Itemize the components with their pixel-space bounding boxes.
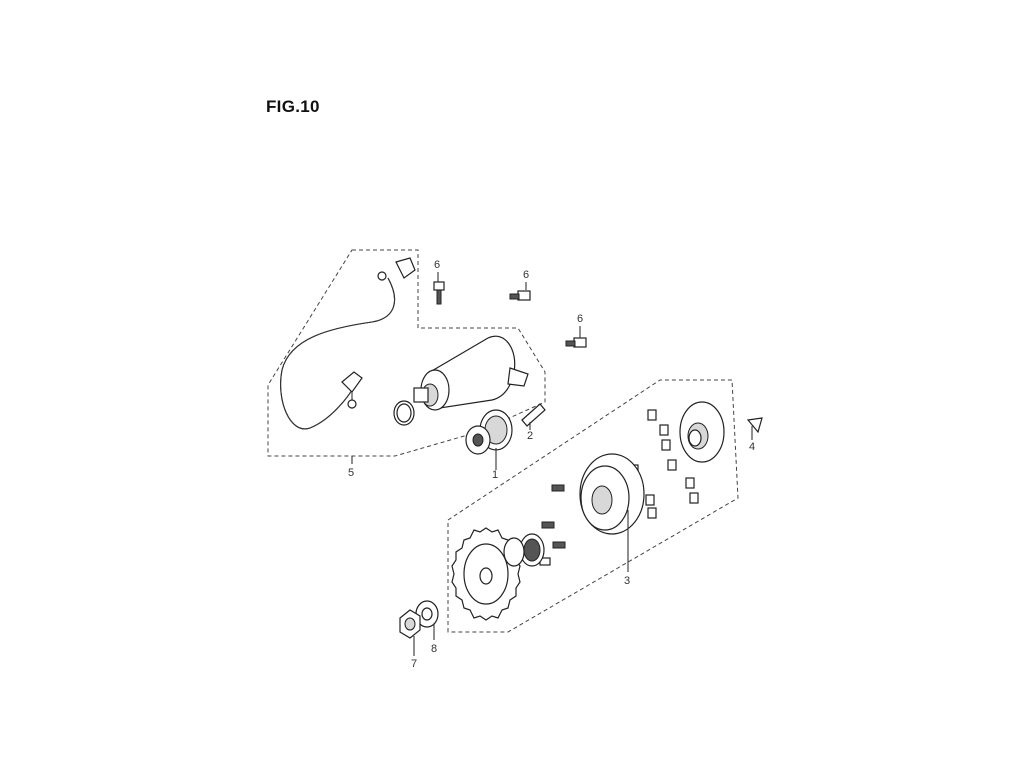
bolt-b (509, 290, 531, 301)
callout-8: 8 (431, 643, 437, 655)
callout-5: 5 (348, 467, 354, 479)
driven-gear (451, 527, 525, 621)
bolt-c (565, 337, 587, 348)
starter-motor (413, 335, 529, 411)
callout-7: 7 (411, 658, 417, 670)
callout-6b: 6 (523, 269, 529, 281)
group-3-boundary (447, 379, 739, 633)
bolt-a (433, 281, 445, 305)
group-5-boundary (267, 249, 546, 457)
starter-cable (280, 257, 416, 430)
callout-6a: 6 (434, 259, 440, 271)
needle-bearing (519, 533, 545, 567)
callout-1: 1 (492, 469, 498, 481)
clutch-flange (679, 401, 725, 463)
clutch-outer (579, 453, 645, 535)
dowel-pin (521, 403, 546, 427)
nut (399, 609, 421, 639)
callout-2: 2 (527, 430, 533, 442)
clutch-bolts (539, 484, 566, 566)
woodruff-key (746, 417, 763, 434)
figure-title: FIG.10 (266, 97, 320, 116)
idle-gear (465, 409, 513, 455)
leader-lines (351, 272, 753, 656)
callout-6c: 6 (577, 313, 583, 325)
callout-4: 4 (749, 441, 755, 453)
callout-3: 3 (624, 575, 630, 587)
washer (415, 600, 439, 628)
